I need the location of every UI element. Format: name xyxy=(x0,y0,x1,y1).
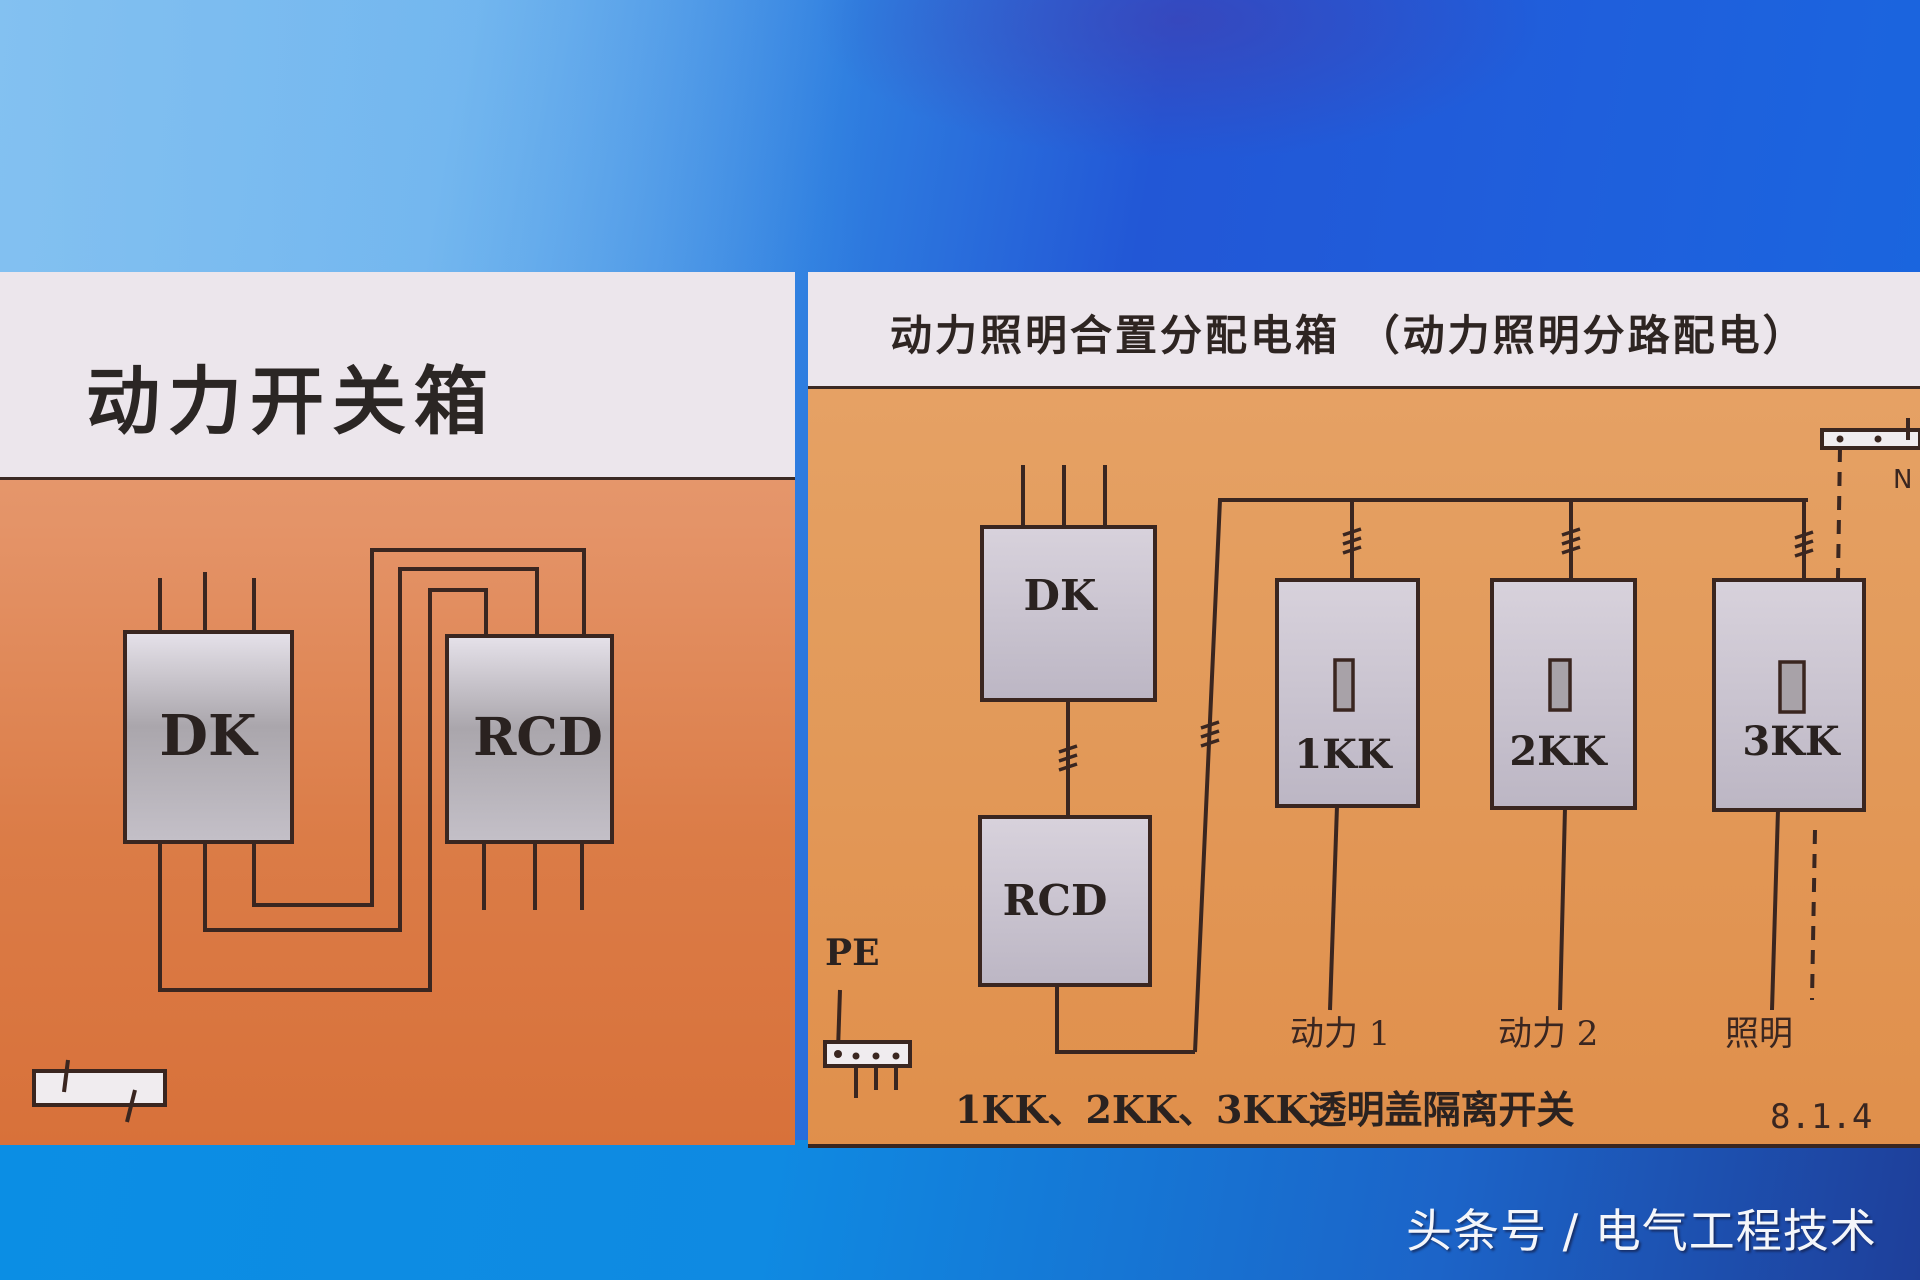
right-wiring-diagram: DK RCD 1KK 2KK 3KK xyxy=(808,418,1920,1148)
n-label: N xyxy=(1893,465,1912,495)
left-dk-label: DK xyxy=(159,703,259,769)
right-dk-box: DK xyxy=(980,525,1157,702)
left-panel-title: 动力开关箱 xyxy=(86,359,496,445)
right-panel-title: 动力照明合置分配电箱 （动力照明分路配电） xyxy=(890,311,1808,360)
background-gradient xyxy=(0,0,1920,280)
watermark: 头条号 / 电气工程技术 xyxy=(1406,1204,1877,1258)
left-dk-box: DK xyxy=(123,630,294,844)
switch-1kk-label: 1KK xyxy=(1294,731,1393,778)
switch-3kk-label: 3KK xyxy=(1742,718,1841,765)
right-rcd-box: RCD xyxy=(978,815,1152,987)
right-rcd-label: RCD xyxy=(1003,876,1108,925)
figure-number: 8.1.4 xyxy=(1770,1097,1872,1137)
switch-2kk-box: 2KK xyxy=(1490,578,1637,810)
left-rcd-box: RCD xyxy=(445,634,614,844)
right-title-band: 动力照明合置分配电箱 （动力照明分路配电） xyxy=(808,272,1920,389)
circuit-label-lighting: 照明 xyxy=(1725,1014,1793,1054)
n-terminal-bar: N xyxy=(1820,418,1920,495)
power-switch-box-panel: 动力开关箱 DK xyxy=(0,272,795,1145)
pe-terminal-bar: PE xyxy=(823,932,912,1068)
left-wiring-diagram: DK RCD xyxy=(32,548,614,1123)
left-title-band: 动力开关箱 xyxy=(0,272,795,480)
right-dk-label: DK xyxy=(1024,571,1098,620)
distribution-box-panel: 动力照明合置分配电箱 （动力照明分路配电） xyxy=(808,272,1920,1148)
left-terminal-strip xyxy=(32,1059,167,1123)
switch-1kk-box: 1KK xyxy=(1275,578,1420,808)
background-bottom-band xyxy=(0,1140,1920,1280)
switch-3kk-box: 3KK xyxy=(1712,578,1866,812)
circuit-label-power-1: 动力 1 xyxy=(1290,1014,1390,1054)
switch-2kk-label: 2KK xyxy=(1509,728,1608,775)
left-rcd-label: RCD xyxy=(473,707,603,768)
circuit-label-power-2: 动力 2 xyxy=(1498,1014,1598,1054)
pe-label: PE xyxy=(825,932,880,974)
figure-caption: 1KK、2KK、3KK透明盖隔离开关 xyxy=(955,1087,1575,1132)
